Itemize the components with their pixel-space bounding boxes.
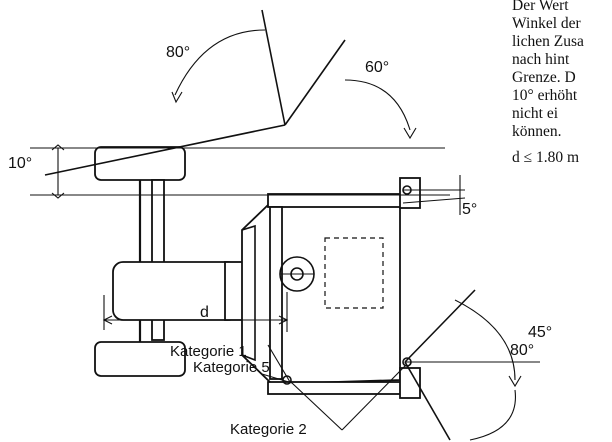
pivot-top xyxy=(402,185,412,195)
cabin-pillar xyxy=(269,206,283,380)
side-line-5: Grenze. D xyxy=(512,69,576,86)
hood-body xyxy=(112,261,239,321)
front-wheel-top xyxy=(94,146,186,181)
leader-cat2 xyxy=(341,365,406,431)
angle-10-arrows xyxy=(51,144,65,199)
arc-60 xyxy=(344,79,411,131)
five-degree-marker xyxy=(402,175,466,215)
line-45 xyxy=(404,289,476,363)
upper-angles xyxy=(171,9,417,140)
dimension-d xyxy=(102,292,289,332)
arrow-45 xyxy=(508,375,522,388)
arrow-80-top xyxy=(171,91,183,104)
cabin-outline xyxy=(241,203,401,385)
side-line-4: nach hint xyxy=(512,51,570,68)
side-line-3: lichen Zusa xyxy=(512,33,584,50)
label-45: 45° xyxy=(528,324,552,341)
label-kategorie-2: Kategorie 2 xyxy=(230,421,307,438)
leader-cat5 xyxy=(261,373,293,384)
arc-45 xyxy=(454,299,516,381)
lean-lines xyxy=(30,124,450,199)
cabin-front-panel xyxy=(241,224,256,362)
rear-wheel-bottom xyxy=(399,367,421,399)
label-10: 10° xyxy=(8,155,32,172)
formula-d: d ≤ 1.80 m xyxy=(512,149,579,166)
line-80-bottom xyxy=(404,361,451,441)
arc-80-bottom xyxy=(469,389,516,441)
side-line-6: 10° erhöht xyxy=(512,87,578,104)
hood-collar xyxy=(224,261,244,321)
seat-outline xyxy=(324,237,384,309)
pivot-bottom xyxy=(402,357,412,367)
side-paragraph: Der Wert Winkel der lichen Zusa nach hin… xyxy=(512,0,584,166)
side-line-2: Winkel der xyxy=(512,15,582,32)
lower-angles xyxy=(282,289,540,441)
side-line-8: können. xyxy=(512,123,562,140)
rear-fender-top xyxy=(267,193,407,208)
label-80-top: 80° xyxy=(166,44,190,61)
label-d: d xyxy=(200,304,209,321)
engine-hood xyxy=(112,261,244,321)
dim-d-arrows xyxy=(102,315,289,325)
tilt-line-10 xyxy=(44,124,286,176)
label-kategorie-1: Kategorie 1 xyxy=(170,343,247,360)
line-60 xyxy=(284,39,346,126)
side-line-1: Der Wert xyxy=(512,0,569,14)
label-60: 60° xyxy=(365,59,389,76)
arrow-60 xyxy=(403,127,417,140)
category-leaders xyxy=(261,344,406,431)
line-5-b xyxy=(402,197,466,204)
label-kategorie-5: Kategorie 5 xyxy=(193,359,270,376)
label-5: 5° xyxy=(462,201,477,218)
side-line-7: nicht ei xyxy=(512,105,559,122)
line-80-top xyxy=(261,9,286,126)
label-80-bottom: 80° xyxy=(510,342,534,359)
leader-cat1 xyxy=(267,344,291,383)
arc-80-top xyxy=(174,29,266,96)
leader-cat2-base xyxy=(291,382,343,431)
